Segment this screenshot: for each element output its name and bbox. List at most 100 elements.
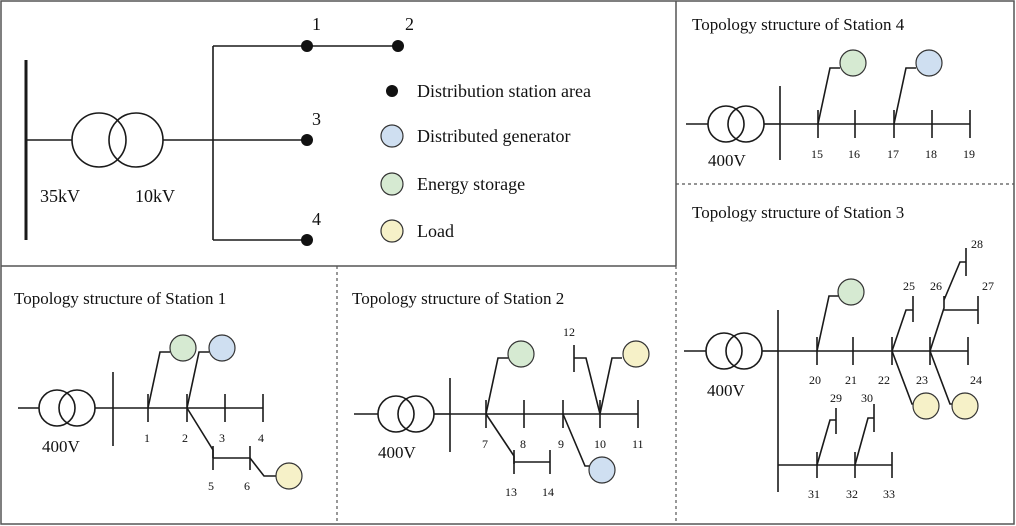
s3-node-26-feeder [929,296,945,352]
s2-generator-icon [588,456,616,484]
legend-load-icon [380,219,404,243]
station-2-panel: Topology structure of Station 2 400V 7 8… [352,289,650,499]
s2-branch-diagonal [485,413,515,464]
s2-node-label: 11 [632,437,644,451]
s3-node-label: 26 [930,279,942,293]
hv-voltage-label: 35kV [40,186,80,206]
s3-node-label: 28 [971,237,983,251]
s4-node-label: 19 [963,147,975,161]
legend-generator-icon [380,124,404,148]
s2-storage-icon [507,340,535,368]
s4-storage-icon [839,49,867,77]
s3-load-1-feeder [891,350,914,405]
s2-transformer-primary [377,395,415,433]
s3-node-label: 31 [808,487,820,501]
s1-node-label: 5 [208,479,214,493]
s1-storage-feeder [147,351,170,409]
s2-node-12-feeder [574,357,601,415]
station-area-2-dot [392,40,404,52]
legend-label-load: Load [417,221,454,241]
s4-generator-icon [915,49,943,77]
legend-station-area-dot [386,85,398,97]
s3-voltage-label: 400V [707,381,746,400]
s4-generator-feeder [893,67,916,125]
s3-node-label: 33 [883,487,895,501]
s3-load-2-icon [951,392,979,420]
area-label-4: 4 [312,209,321,229]
station-1-panel: Topology structure of Station 1 400V 1 2… [14,289,303,493]
s1-node-label: 2 [182,431,188,445]
area-label-1: 1 [312,14,321,34]
s3-node-label: 29 [830,391,842,405]
s4-node-label: 17 [887,147,899,161]
s1-voltage-label: 400V [42,437,81,456]
s2-load-icon [622,340,650,368]
s3-node-label: 27 [982,279,994,293]
s1-node-label: 1 [144,431,150,445]
s2-load-feeder [599,357,622,415]
s1-storage-icon [169,334,197,362]
s3-node-label: 23 [916,373,928,387]
s1-node-label: 6 [244,479,250,493]
s1-node-label: 3 [219,431,225,445]
s2-voltage-label: 400V [378,443,417,462]
s4-node-label: 18 [925,147,937,161]
s2-storage-feeder [485,357,508,415]
s3-transformer-primary [705,332,743,370]
s3-load-1-icon [912,392,940,420]
station-2-title: Topology structure of Station 2 [352,289,564,308]
station-area-3-dot [301,134,313,146]
station-area-1-dot [301,40,313,52]
s3-node-30-feeder [854,417,874,466]
legend-label-storage: Energy storage [417,174,525,194]
station-area-4-dot [301,234,313,246]
s3-node-label: 24 [970,373,982,387]
s2-node-label: 8 [520,437,526,451]
s3-storage-feeder [816,295,839,352]
s3-node-label: 32 [846,487,858,501]
s2-node-label: 10 [594,437,606,451]
s1-load-icon [275,462,303,490]
s3-node-label: 30 [861,391,873,405]
s3-node-label: 21 [845,373,857,387]
station-3-title: Topology structure of Station 3 [692,203,904,222]
station-3-panel: Topology structure of Station 3 400 [684,203,994,501]
s3-node-25-feeder [891,309,913,352]
s3-node-29-feeder [816,419,836,466]
s2-node-label: 13 [505,485,517,499]
mv-voltage-label: 10kV [135,186,175,206]
s3-node-label: 22 [878,373,890,387]
s1-node-label: 4 [258,431,264,445]
legend: Distribution station area Distributed ge… [380,81,591,243]
station-4-panel: Topology structure of Station 4 400V 15 … [686,15,975,170]
s3-load-2-feeder [929,350,952,405]
station-4-title: Topology structure of Station 4 [692,15,905,34]
s4-voltage-label: 400V [708,151,747,170]
s3-node-label: 25 [903,279,915,293]
s1-branch-diagonal [186,407,214,458]
s3-node-label: 20 [809,373,821,387]
s3-node-28-feeder [943,261,966,301]
s4-storage-feeder [817,67,840,125]
s1-load-feeder [249,457,276,477]
station-1-title: Topology structure of Station 1 [14,289,226,308]
overview-panel: 1 2 3 4 35kV 10kV [24,14,414,246]
s2-node-label: 14 [542,485,554,499]
s2-node-label: 7 [482,437,488,451]
s3-storage-icon [837,278,865,306]
legend-storage-icon [380,172,404,196]
s4-transformer-primary [707,105,745,143]
area-label-2: 2 [405,14,414,34]
s2-node-label: 12 [563,325,575,339]
s4-node-label: 16 [848,147,860,161]
s1-transformer-primary [38,389,76,427]
legend-label-station-area: Distribution station area [417,81,591,101]
s1-generator-feeder [186,351,209,409]
s2-generator-feeder [562,413,590,467]
s4-node-label: 15 [811,147,823,161]
s2-node-label: 9 [558,437,564,451]
